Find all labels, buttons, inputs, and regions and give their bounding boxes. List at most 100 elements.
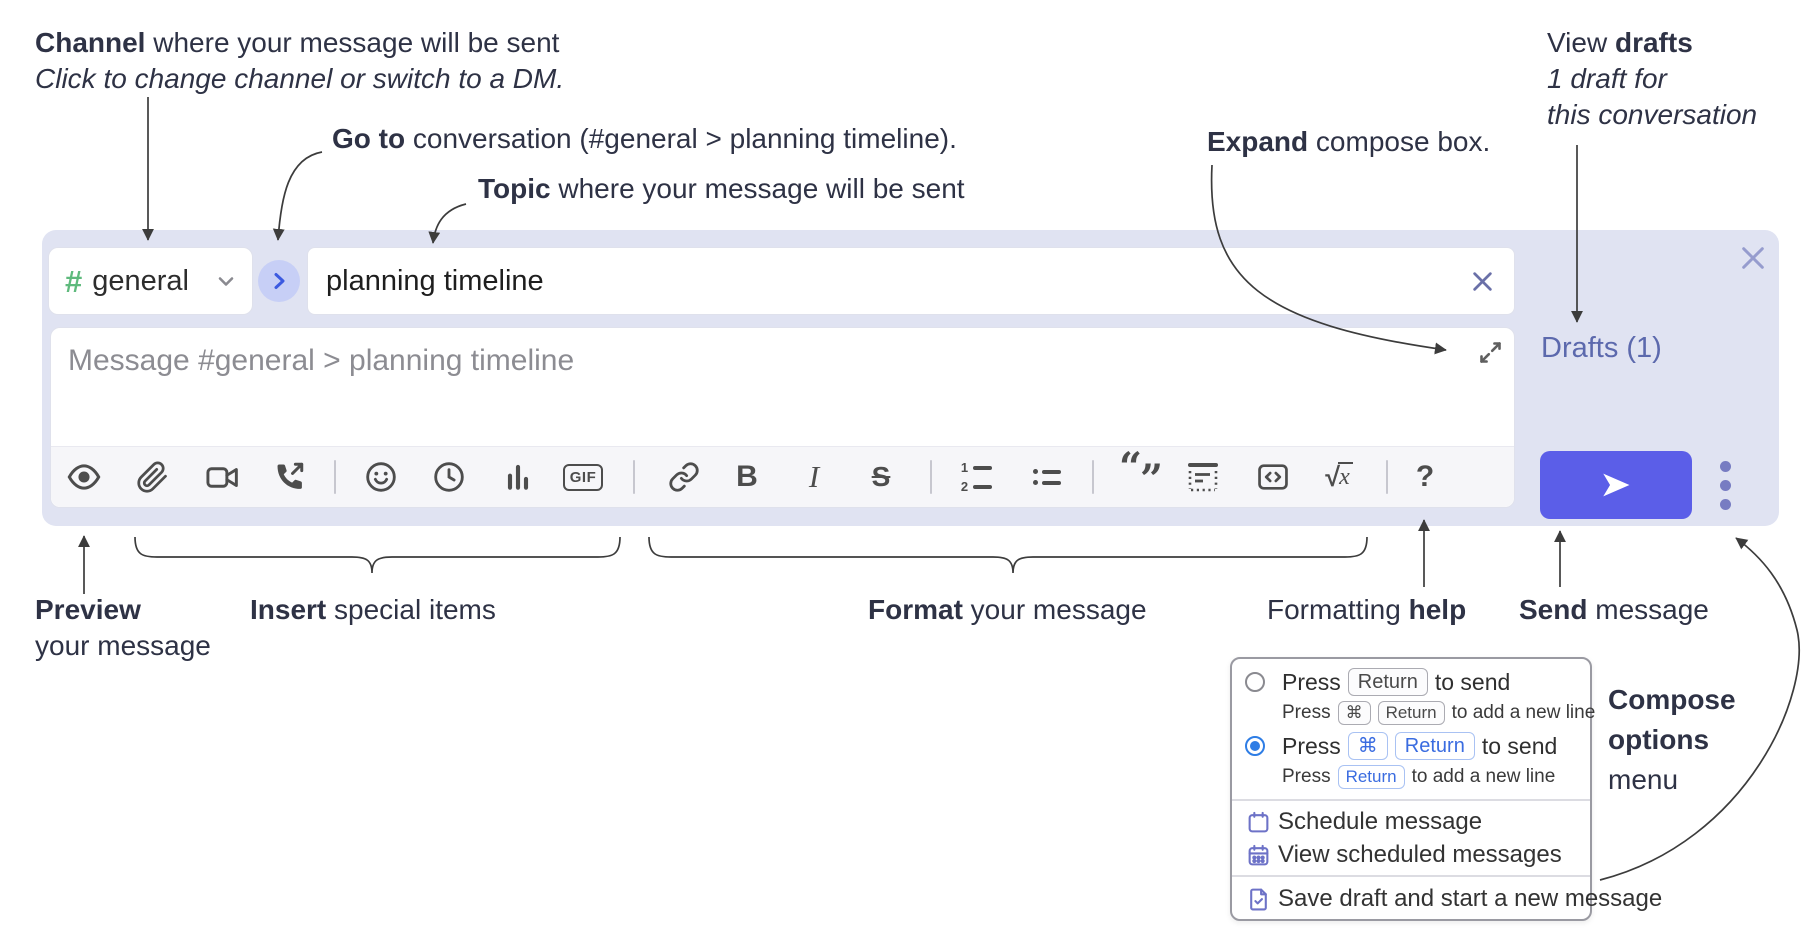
compose-options-menu: Press Return to send Press ⌘ Return to a… [1230,657,1662,921]
clock-icon [434,462,464,492]
quote-close: ” [1140,455,1163,503]
audio-call-button[interactable] [268,456,310,498]
send-paper-plane-icon [1603,473,1630,497]
bold-icon: B [736,460,758,493]
radio-cmd-return-to-send[interactable] [1245,736,1265,756]
preview-bold: Preview [35,594,141,625]
video-call-button[interactable] [201,456,243,498]
spoiler-button[interactable] [1182,456,1224,498]
view-drafts-sub1: 1 draft for [1547,63,1667,94]
menu-item-schedule[interactable]: Schedule message [1246,808,1482,836]
smiley-icon [366,462,396,492]
topic-annotation-rest: where your message will be sent [550,173,965,204]
bulleted-list-button[interactable] [1026,456,1068,498]
radio-selected-icon [1245,736,1265,756]
italic-icon: I [808,459,820,494]
code-icon [1258,464,1288,490]
code-button[interactable] [1252,456,1294,498]
radio-return-to-send[interactable] [1245,672,1265,692]
schedule-time-button[interactable] [428,456,470,498]
ol-digit: 2 [960,479,969,494]
option-return-sub: Press ⌘ Return to add a new line [1282,701,1596,725]
italic-button[interactable]: I [793,456,835,498]
gif-button[interactable]: GIF [562,456,604,498]
formatting-help-button[interactable]: ? [1404,456,1446,498]
clear-topic-button[interactable] [1469,268,1496,295]
numbered-list-button[interactable]: 1 2 [955,456,997,498]
option-cmd-return-sub: Press Return to add a new line [1282,765,1556,789]
view-drafts-sub2: this conversation [1547,99,1758,130]
send-rest: message [1587,594,1709,625]
goto-annotation: Go to conversation (#general > planning … [332,121,957,157]
compose-options-annotation-3: menu [1608,764,1679,795]
gif-icon: GIF [562,463,604,491]
poll-button[interactable] [497,456,539,498]
expand-annotation-rest: compose box. [1308,126,1491,157]
message-input-placeholder[interactable]: Message #general > planning timeline [68,344,575,377]
format-rest: your message [962,594,1147,625]
goto-annotation-bold: Go to [332,123,406,154]
view-drafts-pre: View [1547,27,1615,58]
compose-options-annotation-2: options [1608,724,1710,755]
expand-annotation-bold: Expand [1207,126,1309,157]
key-cmd: ⌘ [1337,701,1371,725]
quote-icon: “” [1118,443,1163,503]
insert-annotation: Insert special items [250,592,496,628]
toolbar-divider [1092,460,1094,494]
toolbar-divider [334,460,336,494]
bar-chart-icon [507,464,529,490]
channel-annotation: Channel where your message will be sent [35,25,559,61]
quote-open: “ [1118,443,1142,491]
compose-options-button[interactable] [1706,455,1744,515]
drafts-link[interactable]: Drafts (1) [1541,332,1662,364]
expand-annotation: Expand compose box. [1207,124,1490,160]
chevron-down-icon [214,269,238,293]
channel-annotation-sub: Click to change channel or switch to a D… [35,63,565,94]
attach-file-button[interactable] [131,456,173,498]
send-button[interactable] [1540,451,1692,519]
toolbar-divider [633,460,635,494]
send-bold: Send [1519,594,1588,625]
sqrt-sign: √ [1325,461,1341,492]
channel-annotation-rest: where your message will be sent [145,27,560,58]
quote-button[interactable]: “” [1119,444,1163,503]
topic-value: planning timeline [326,264,544,297]
paperclip-icon [136,461,167,493]
strikethrough-button[interactable]: S [860,456,902,498]
option-return-main[interactable]: Press Return to send [1282,668,1511,696]
link-button[interactable] [663,456,705,498]
goto-conversation-button[interactable] [258,260,300,302]
vertical-dots-icon [1719,460,1731,472]
emoji-button[interactable] [360,456,402,498]
key-return: Return [1337,765,1405,789]
eye-icon [67,464,101,490]
toolbar-divider [1386,460,1388,494]
menu-item-label: Schedule message [1278,808,1483,835]
menu-item-label: Save draft and start a new message [1278,885,1663,912]
ol-digit: 1 [960,460,969,475]
menu-item-save-draft[interactable]: Save draft and start a new message [1246,885,1662,913]
close-icon [1742,247,1764,269]
view-drafts-bold: drafts [1614,27,1693,58]
compose-options-annotation-1: Compose [1608,684,1736,715]
goto-connector-line [272,151,323,241]
view-drafts-annotation: View drafts [1547,25,1693,61]
key-cmd: ⌘ [1347,732,1388,760]
math-button[interactable]: √x [1318,456,1360,498]
close-compose-button[interactable] [1737,242,1769,274]
expand-compose-button[interactable] [1477,339,1504,366]
compose-toolbar [51,446,1514,507]
message-box[interactable] [50,327,1515,508]
menu-item-view-scheduled[interactable]: View scheduled messages [1246,841,1562,869]
link-icon [669,462,699,492]
bold-button[interactable]: B [726,456,768,498]
preview-button[interactable] [63,456,105,498]
topic-annotation-bold: Topic [478,173,551,204]
format-annotation: Format your message [868,592,1147,628]
option-cmd-return-main[interactable]: Press ⌘ Return to send [1282,732,1558,760]
channel-selector[interactable]: # general [48,247,253,315]
topic-annotation: Topic where your message will be sent [478,171,965,207]
topic-input[interactable]: planning timeline [307,247,1515,315]
sqrt-x-icon: √x [1325,461,1353,493]
